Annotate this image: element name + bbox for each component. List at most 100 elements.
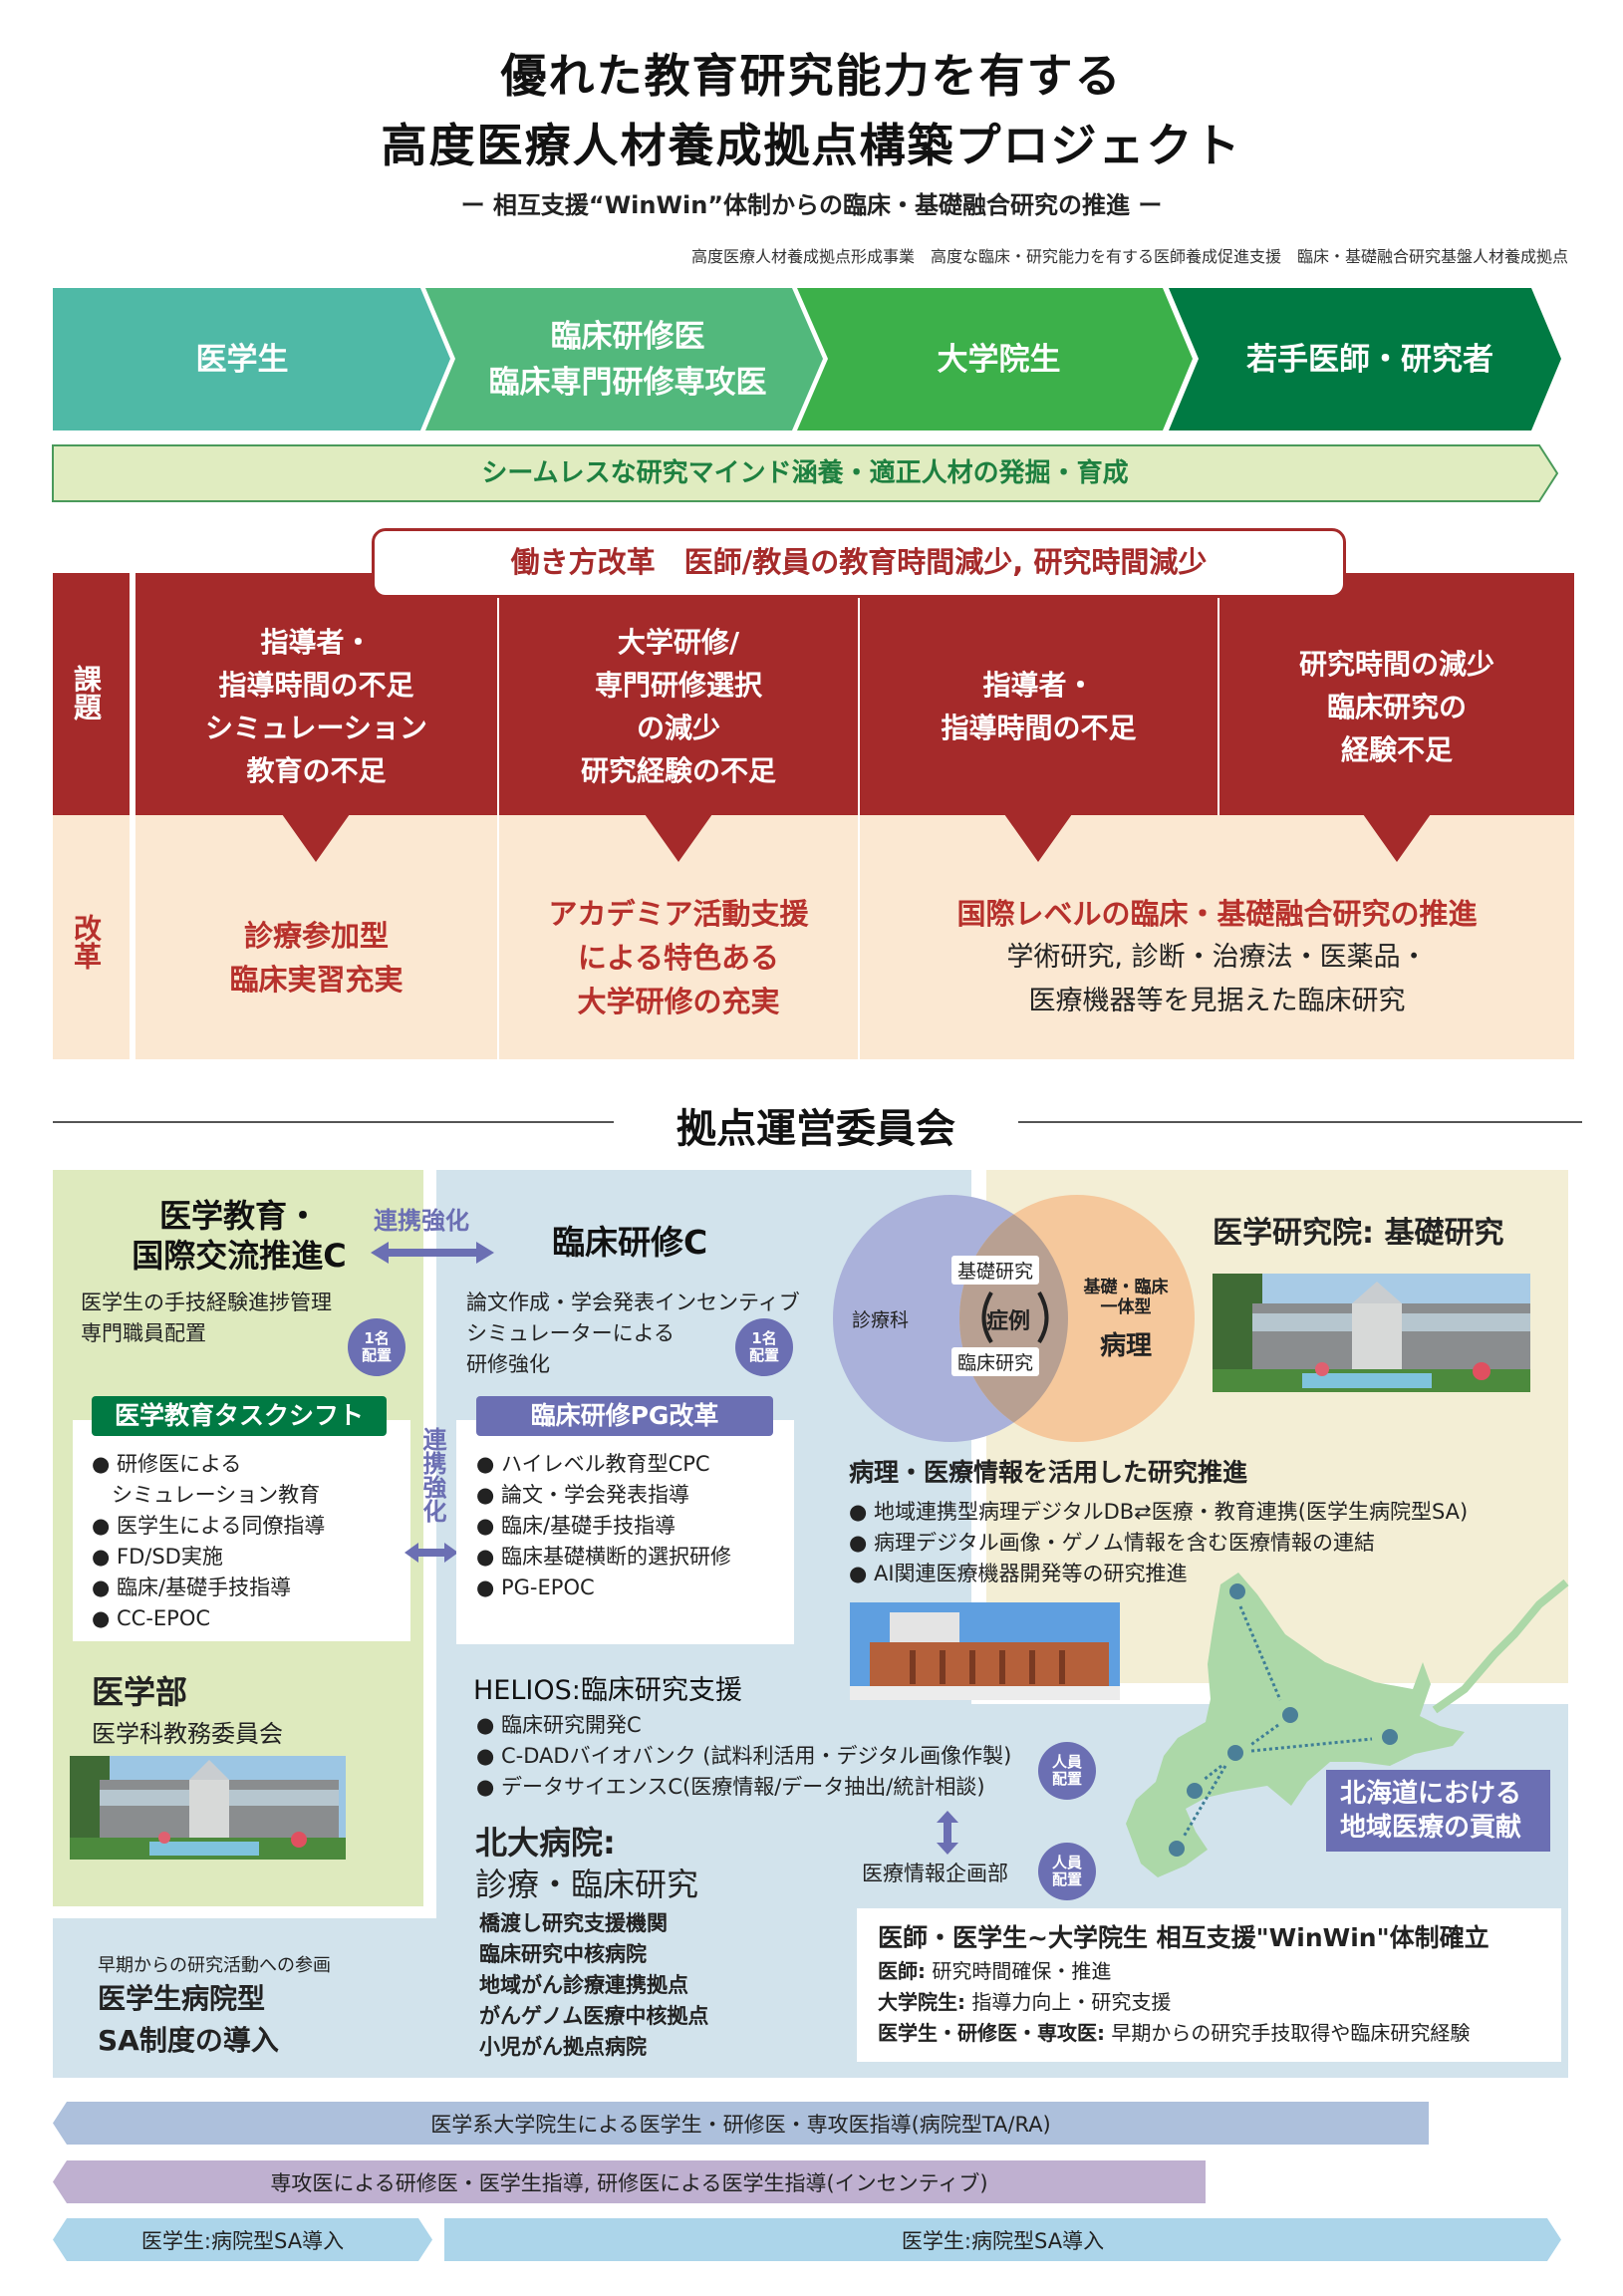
title-line-1: 優れた教育研究能力を有する — [500, 49, 1123, 103]
down-arrow-icon — [282, 814, 350, 862]
winwin-box: 医師・医学生~大学院生 相互支援"WinWin"体制確立 医師: 研究時間確保・… — [857, 1908, 1561, 2062]
reform-line: 大学研修の充実 — [577, 985, 780, 1018]
faculty-sub: 医学科教務委員会 — [92, 1720, 283, 1748]
double-arrow-icon — [405, 1543, 458, 1563]
task-shift-list: ● 研修医による シミュレーション教育 ● 医学生による同僚指導 ● FD/SD… — [92, 1449, 325, 1634]
desc-line: 専門職員配置 — [81, 1321, 206, 1345]
reform-line: 国際レベルの臨床・基礎融合研究の推進 — [956, 897, 1478, 931]
reforms-label: 改革 — [70, 914, 103, 970]
clinical-center-title: 臨床研修C — [552, 1223, 708, 1262]
list-item: ● 臨床研究開発C — [476, 1713, 642, 1737]
label-line: 北海道における — [1340, 1779, 1522, 1809]
list-item: ● AI関連医療機器開発等の研究推進 — [849, 1562, 1188, 1585]
venn-right-small: 基礎・臨床 一体型 — [1071, 1278, 1181, 1317]
issue-line: 臨床研究の — [1326, 690, 1467, 723]
issue-line: 教育の不足 — [246, 754, 387, 787]
sa-bar-right: 医学生:病院型SA導入 — [444, 2218, 1561, 2261]
issue-line: 指導者・ — [260, 626, 373, 659]
issue-line: シミュレーション — [205, 712, 427, 744]
cycle-arrow-icon — [1037, 1292, 1049, 1344]
chevron-shape — [797, 288, 1193, 430]
desc-line: 論文作成・学会発表インセンティブ — [466, 1291, 800, 1314]
issue-line: 指導時間の不足 — [218, 669, 414, 702]
list-item: 小児がん拠点病院 — [479, 2035, 647, 2059]
hokkaido-contribution-box: 北海道における 地域医療の貢献 — [1326, 1770, 1550, 1852]
issue-line: 専門研修選択 — [594, 669, 762, 702]
work-reform-banner: 働き方改革 医師/教員の教育時間減少, 研究時間減少 — [372, 528, 1346, 598]
med-edu-desc: 医学生の手技経験進捗管理 専門職員配置 — [81, 1288, 332, 1349]
issue-line: 研究経験の不足 — [580, 754, 776, 787]
stage-resident-label: 臨床研修医 — [550, 318, 705, 355]
winwin-title: 医師・医学生~大学院生 相互支援"WinWin"体制確立 — [878, 1923, 1489, 1952]
research-grad-title: 医学研究院: 基礎研究 — [1213, 1216, 1504, 1251]
program-names: 高度医療人材養成拠点形成事業 高度な臨床・研究能力を有する医師養成促進支援 臨床… — [690, 247, 1568, 266]
list-item: 地域がん診療連携拠点 — [479, 1973, 688, 1997]
chevron-shape — [425, 288, 823, 430]
list-item: ● C-DADバイオバンク (試料利活用・デジタル画像作製) — [476, 1744, 1012, 1768]
list-item: がんゲノム医療中核拠点 — [479, 2004, 709, 2028]
list-item: ● FD/SD実施 — [92, 1545, 223, 1569]
staff-badge: 人員配置 — [1038, 1742, 1096, 1800]
pathology-list: ● 地域連携型病理デジタルDB⇄医療・教育連携(医学生病院型SA) ● 病理デジ… — [849, 1497, 1468, 1589]
issue-line: 指導者・ — [982, 669, 1095, 702]
desc-line: シミュレーターによる — [466, 1321, 675, 1345]
winwin-row: 医学生・研修医・専攻医: 早期からの研究手技取得や臨床研究経験 — [878, 2021, 1471, 2045]
venn-clinical-research: 臨床研究 — [951, 1347, 1040, 1376]
stage-chevrons — [52, 288, 1561, 502]
label-line: 基礎・臨床 — [1083, 1278, 1169, 1297]
label-line: 地域医療の貢献 — [1340, 1813, 1522, 1843]
hospital-list: 橋渡し研究支援機関 臨床研究中核病院 地域がん診療連携拠点 がんゲノム医療中核拠… — [479, 1908, 708, 2063]
reform-cell-2: アカデミア活動支援による特色ある大学研修の充実 — [499, 863, 858, 1052]
list-item: ● 病理デジタル画像・ゲノム情報を含む医療情報の連結 — [849, 1531, 1375, 1555]
reform-cell-1: 診療参加型臨床実習充実 — [135, 863, 497, 1052]
chevron-shape — [1169, 288, 1561, 430]
down-arrow-icon — [1363, 814, 1431, 862]
committee-heading: 拠点運営委員会 — [676, 1106, 955, 1152]
task-shift-title: 医学教育タスクシフト — [92, 1396, 387, 1436]
chevron-shape — [53, 288, 450, 430]
down-arrow-icon — [645, 814, 712, 862]
double-arrow-icon — [371, 1242, 494, 1264]
sa-small-text: 早期からの研究活動への参画 — [98, 1955, 331, 1976]
title-line: 医学生病院型 — [98, 1982, 266, 2015]
staff-badge: 人員配置 — [1038, 1843, 1096, 1900]
list-item: シミュレーション教育 — [112, 1483, 321, 1507]
reform-line: 診療参加型 — [243, 919, 389, 953]
reform-line: 臨床実習充実 — [229, 963, 404, 997]
staff-badge: 1名配置 — [348, 1318, 406, 1376]
venn-basic-research: 基礎研究 — [951, 1256, 1040, 1285]
stage-resident: 臨床研修医 臨床専門研修専攻医 — [448, 288, 807, 430]
issue-cell-3: 指導者・指導時間の不足 — [860, 598, 1217, 815]
issue-line: 研究時間の減少 — [1298, 647, 1494, 681]
issue-cell-2: 大学研修/専門研修選択の減少研究経験の不足 — [499, 598, 858, 815]
winwin-row: 大学院生: 指導力向上・研究支援 — [878, 1990, 1172, 2014]
reform-cell-3: 国際レベルの臨床・基礎融合研究の推進 学術研究, 診断・治療法・医薬品・ 医療機… — [860, 863, 1574, 1052]
faculty-title: 医学部 — [92, 1673, 188, 1711]
title-line: 医学教育・ — [158, 1197, 319, 1235]
seamless-arrow-shape — [52, 444, 1559, 502]
sa-bar-left: 医学生:病院型SA導入 — [53, 2218, 432, 2261]
pg-reform-box — [456, 1420, 794, 1644]
reform-line: による特色ある — [577, 941, 780, 975]
title-line: SA制度の導入 — [98, 2024, 279, 2057]
pg-reform-list: ● ハイレベル教育型CPC ● 論文・学会発表指導 ● 臨床/基礎手技指導 ● … — [476, 1449, 731, 1603]
sa-title: 医学生病院型 SA制度の導入 — [98, 1978, 279, 2062]
heading-rule-left — [53, 1121, 614, 1123]
link-label-vertical: 連携強化 — [418, 1427, 446, 1523]
winwin-row: 医師: 研究時間確保・推進 — [878, 1959, 1112, 1983]
list-item: ● 臨床基礎横断的選択研修 — [476, 1545, 731, 1569]
venn-left-label: 診療科 — [852, 1309, 910, 1331]
pg-reform-title: 臨床研修PG改革 — [476, 1396, 773, 1436]
issues-label: 課題 — [70, 665, 103, 720]
list-item: ● ハイレベル教育型CPC — [476, 1452, 710, 1476]
divider — [130, 573, 135, 1059]
pathology-title: 病理・医療情報を活用した研究推進 — [849, 1458, 1248, 1487]
issues-background — [53, 573, 1574, 815]
list-item: 橋渡し研究支援機関 — [479, 1911, 668, 1935]
heading-rule-right — [1018, 1121, 1582, 1123]
clinical-desc: 論文作成・学会発表インセンティブ シミュレーターによる 研修強化 — [466, 1288, 800, 1380]
medical-info-dept: 医療情報企画部 — [862, 1862, 1008, 1885]
issue-cell-4: 研究時間の減少臨床研究の経験不足 — [1219, 598, 1574, 815]
list-item: ● 論文・学会発表指導 — [476, 1483, 689, 1507]
helios-list: ● 臨床研究開発C ● C-DADバイオバンク (試料利活用・デジタル画像作製)… — [476, 1710, 1011, 1803]
